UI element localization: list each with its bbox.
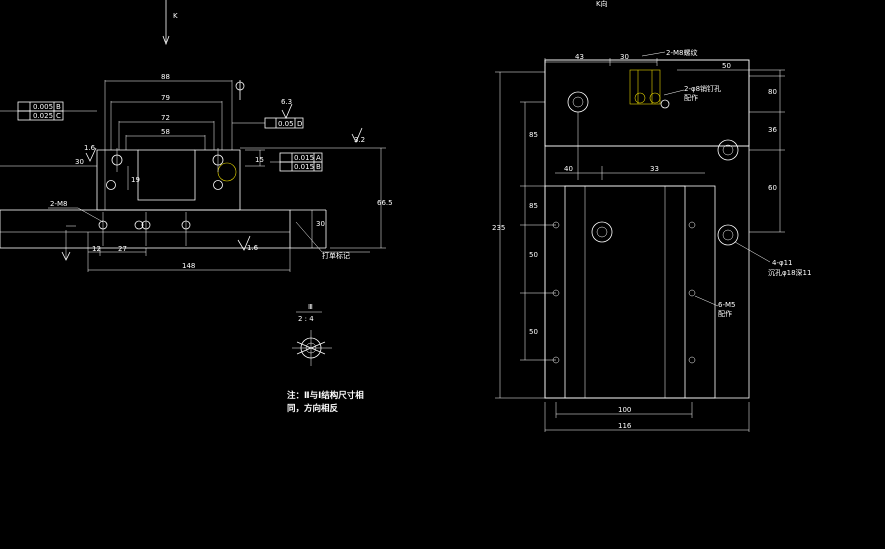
dim-40: 40 xyxy=(564,165,573,173)
hole-label-2m8: 2-M8 xyxy=(50,200,67,208)
tol-datum-3: D xyxy=(297,120,302,128)
tol-value-3: 0.05 xyxy=(278,120,294,128)
tolerance-frame-left: 0.005 B 0.025 C xyxy=(0,101,97,167)
front-view: 88 79 72 58 15 19 xyxy=(0,73,393,272)
roughness-1: 1.6 xyxy=(84,144,96,152)
dim-19: 19 xyxy=(131,176,140,184)
dim-15: 15 xyxy=(255,156,264,164)
dim-116: 116 xyxy=(618,422,632,430)
detail-title: Ⅲ xyxy=(308,303,313,311)
drawing-note: 注：Ⅱ与Ⅰ结构尺寸相 同，方向相反 xyxy=(287,390,364,416)
dim-50-a: 50 xyxy=(529,251,538,259)
callout-fit-2: 配作 xyxy=(718,309,732,318)
tol-value-1: 0.005 xyxy=(33,103,53,111)
dim-50-b: 50 xyxy=(529,328,538,336)
callout-mark: 打单标记 xyxy=(322,251,350,260)
note-line-2: 同，方向相反 xyxy=(287,404,339,414)
angle-label: 30 xyxy=(75,158,84,166)
callout-m8-thread: 2-M8螺纹 xyxy=(666,48,697,57)
dim-43: 43 xyxy=(575,53,584,61)
dim-33: 33 xyxy=(650,165,659,173)
detail-scale: 2 : 4 xyxy=(298,315,314,323)
plan-view: 43 30 50 80 36 60 235 85 85 50 50 40 33 xyxy=(492,48,811,432)
dim-27: 27 xyxy=(118,245,127,253)
callout-6-m5: 6-M5 xyxy=(718,301,735,309)
dim-50-top: 50 xyxy=(722,62,731,70)
callout-pin-hole: 2-φ8销钉孔 xyxy=(684,84,721,93)
tol-value-4: 0.015 xyxy=(294,154,314,162)
dim-235: 235 xyxy=(492,224,505,232)
dim-79: 79 xyxy=(161,94,170,102)
dim-30-top: 30 xyxy=(620,53,629,61)
roughness-3: 6.3 xyxy=(281,98,292,106)
dim-30: 30 xyxy=(316,220,325,228)
tolerance-frame-right: 0.015 A 0.015 B xyxy=(270,152,323,172)
tol-datum-4: A xyxy=(316,154,321,162)
note-line-1: 注：Ⅱ与Ⅰ结构尺寸相 xyxy=(287,391,364,401)
detail-view: Ⅲ 2 : 4 xyxy=(292,303,332,366)
roughness-2: 3.2 xyxy=(354,136,365,144)
callout-fit-1: 配作 xyxy=(684,93,698,102)
dim-85-a: 85 xyxy=(529,131,538,139)
roughness-4: 1.6 xyxy=(247,244,259,252)
k-view-title: K向 xyxy=(596,0,608,8)
dim-88: 88 xyxy=(161,73,170,81)
tol-value-5: 0.015 xyxy=(294,163,314,171)
k-view-arrow: K xyxy=(162,0,178,46)
dim-148: 148 xyxy=(182,262,195,270)
k-arrow-label: K xyxy=(173,12,178,20)
dim-58: 58 xyxy=(161,128,170,136)
dim-60: 60 xyxy=(768,184,777,192)
dim-66-5: 66.5 xyxy=(377,199,393,207)
dim-72: 72 xyxy=(161,114,170,122)
dim-12: 12 xyxy=(92,245,101,253)
tol-datum-2: C xyxy=(56,112,61,120)
callout-4-11: 4-φ11 xyxy=(772,259,793,267)
dim-80: 80 xyxy=(768,88,777,96)
tol-value-2: 0.025 xyxy=(33,112,53,120)
tolerance-frame-top-right: 0.05 D xyxy=(232,80,304,129)
callout-counterbore: 沉孔φ18深11 xyxy=(768,268,811,277)
dim-100: 100 xyxy=(618,406,631,414)
tol-datum-5: B xyxy=(316,163,321,171)
tol-datum-1: B xyxy=(56,103,61,111)
dim-36: 36 xyxy=(768,126,777,134)
dim-85-b: 85 xyxy=(529,202,538,210)
